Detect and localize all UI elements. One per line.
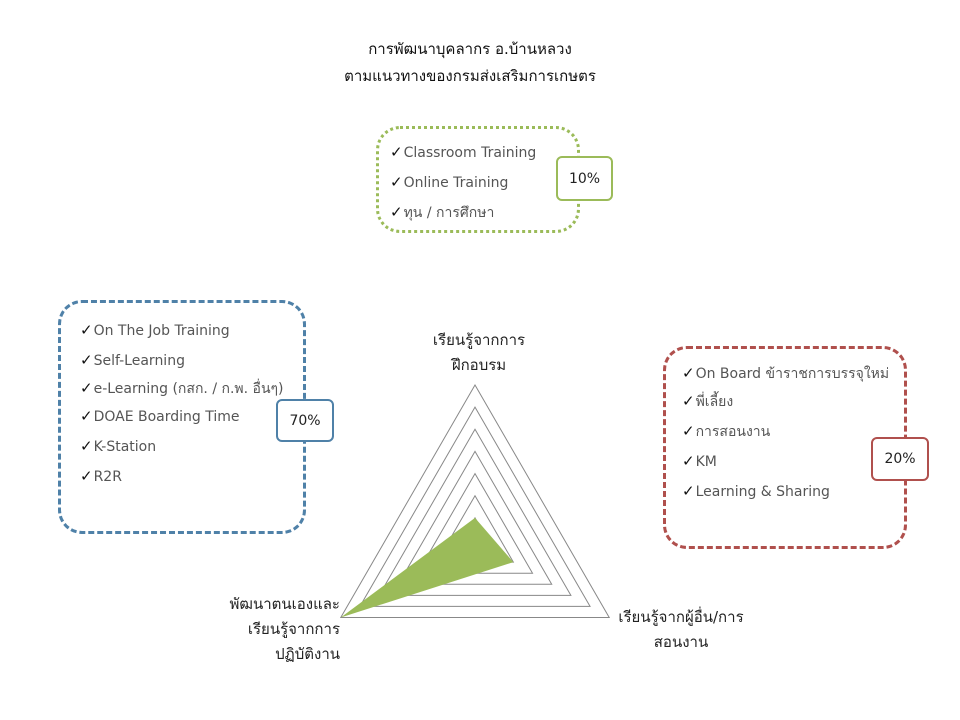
list-item: ✓KM	[682, 452, 717, 470]
check-icon: ✓	[682, 422, 695, 440]
list-item: ✓Classroom Training	[390, 143, 537, 161]
check-icon: ✓	[682, 482, 695, 500]
list-item: ✓DOAE Boarding Time	[80, 407, 240, 425]
radar-axis-label-others: เรียนรู้จากผู้อื่น/การ สอนงาน	[618, 608, 744, 651]
radar-axis-label-training: เรียนรู้จากการ ฝึกอบรม	[432, 331, 526, 374]
list-item: ✓ทุน / การศึกษา	[390, 203, 495, 221]
list-item: ✓On Board ข้าราชการบรรจุใหม่	[682, 364, 890, 382]
learning-from-others-item-list: ✓On Board ข้าราชการบรรจุใหม่ ✓พี่เลี้ยง …	[682, 361, 892, 507]
check-icon: ✓	[390, 203, 403, 221]
radar-grid-ring	[397, 450, 553, 585]
title-line-2: ตามแนวทางของกรมส่งเสริมการเกษตร	[344, 67, 596, 85]
list-item: ✓Learning & Sharing	[682, 482, 830, 500]
check-icon: ✓	[682, 364, 695, 382]
check-icon: ✓	[682, 392, 695, 410]
self-development-percent-badge: 70%	[276, 399, 334, 442]
check-icon: ✓	[80, 379, 93, 397]
title-line-1: การพัฒนาบุคลากร อ.บ้านหลวง	[368, 40, 572, 58]
list-item: ✓e-Learning (กสก. / ก.พ. อื่นๆ)	[80, 379, 284, 397]
list-item: ✓On The Job Training	[80, 321, 230, 339]
list-item: ✓การสอนงาน	[682, 422, 771, 440]
list-item: ✓Self-Learning	[80, 351, 185, 369]
check-icon: ✓	[390, 143, 403, 161]
training-item-list: ✓Classroom Training ✓Online Training ✓ทุ…	[390, 138, 536, 228]
radar-axis-label-self: พัฒนาตนเองและ เรียนรู้จากการ ปฏิบัติงาน	[229, 595, 341, 663]
list-item: ✓R2R	[80, 467, 122, 485]
check-icon: ✓	[80, 407, 93, 425]
learning-from-others-percent-badge: 20%	[871, 437, 929, 481]
check-icon: ✓	[80, 467, 93, 485]
page-title: การพัฒนาบุคลากร อ.บ้านหลวง ตามแนวทางของก…	[250, 36, 690, 90]
radar-grid-ring	[359, 406, 591, 607]
radar-data-area	[340, 517, 514, 618]
check-icon: ✓	[390, 173, 403, 191]
check-icon: ✓	[80, 351, 93, 369]
check-icon: ✓	[80, 437, 93, 455]
check-icon: ✓	[80, 321, 93, 339]
radar-grid-ring	[339, 384, 611, 618]
list-item: ✓Online Training	[390, 173, 509, 191]
list-item: ✓พี่เลี้ยง	[682, 392, 734, 410]
training-percent-badge: 10%	[556, 156, 613, 201]
radar-grid-ring	[378, 428, 572, 596]
check-icon: ✓	[682, 452, 695, 470]
self-development-item-list: ✓On The Job Training ✓Self-Learning ✓e-L…	[80, 316, 292, 492]
list-item: ✓K-Station	[80, 437, 157, 455]
